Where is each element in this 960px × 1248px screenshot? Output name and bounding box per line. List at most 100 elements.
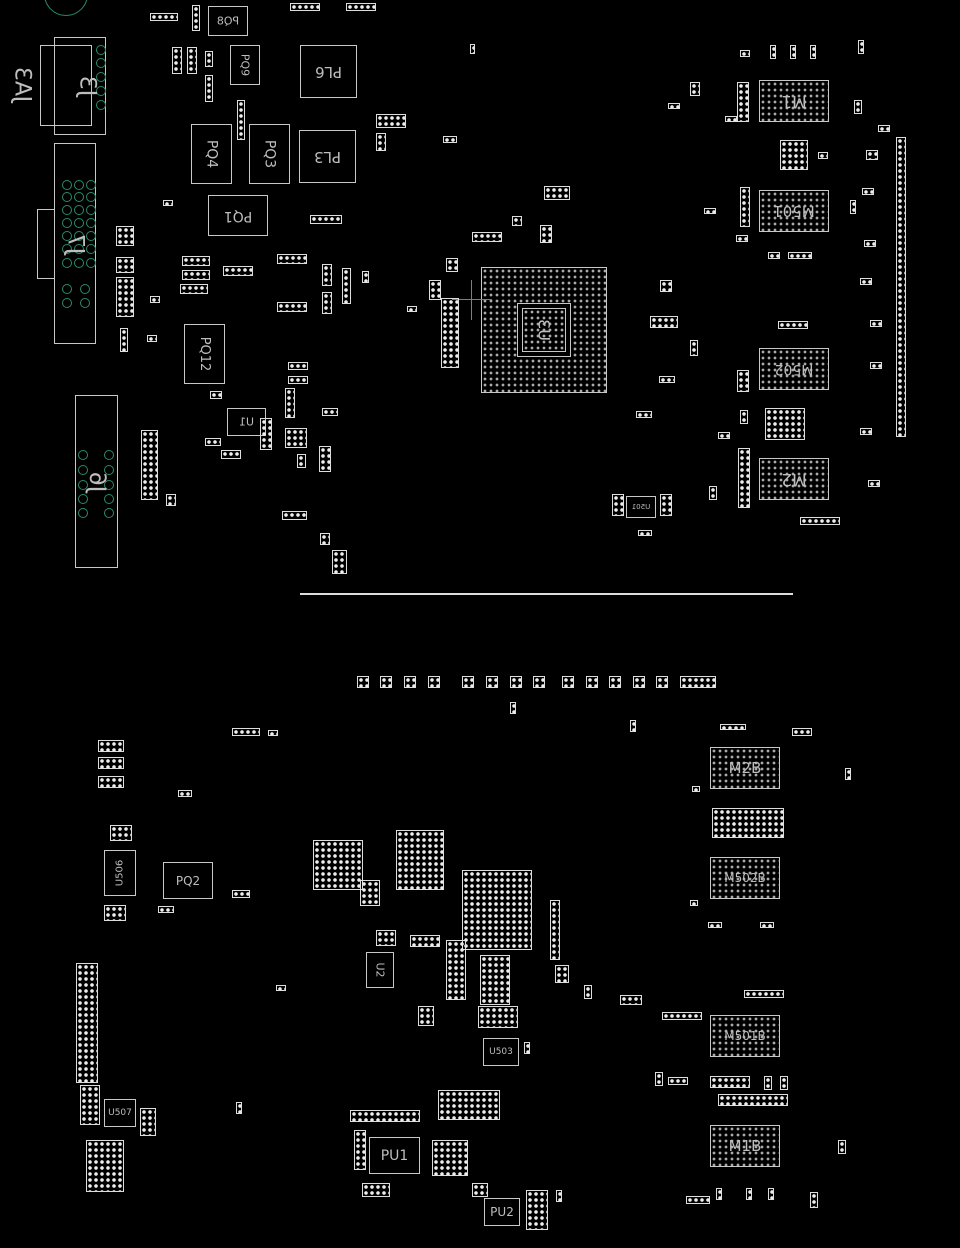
component-pu2[interactable]: PU2 xyxy=(484,1198,520,1226)
smd-pad-component[interactable] xyxy=(620,995,642,1005)
component-ja3[interactable] xyxy=(40,45,92,126)
component-j3[interactable]: J3 xyxy=(54,37,106,135)
component-pq4[interactable]: PQ4 xyxy=(191,124,232,184)
component-header[interactable] xyxy=(37,209,55,279)
component-pq2[interactable]: PQ2 xyxy=(163,862,213,899)
smd-pad-component[interactable] xyxy=(533,676,545,688)
smd-pad-component[interactable] xyxy=(362,1183,390,1197)
smd-pad-component[interactable] xyxy=(76,963,98,1083)
smd-pad-component[interactable] xyxy=(686,1196,710,1204)
smd-pad-component[interactable] xyxy=(810,1192,818,1208)
smd-pad-component[interactable] xyxy=(147,335,157,342)
smd-pad-component[interactable] xyxy=(288,376,308,384)
smd-pad-component[interactable] xyxy=(376,114,406,128)
smd-pad-component[interactable] xyxy=(638,530,652,536)
smd-pad-component[interactable] xyxy=(690,900,698,906)
smd-pad-component[interactable] xyxy=(172,47,182,74)
smd-pad-component[interactable] xyxy=(192,5,200,31)
smd-pad-component[interactable] xyxy=(110,825,132,841)
component-m502b[interactable]: M502B xyxy=(710,857,780,899)
smd-pad-component[interactable] xyxy=(346,3,376,11)
smd-pad-component[interactable] xyxy=(660,494,672,516)
smd-pad-component[interactable] xyxy=(870,320,882,327)
component-pq12[interactable]: PQ12 xyxy=(184,324,225,384)
smd-pad-component[interactable] xyxy=(720,724,746,730)
smd-pad-component[interactable] xyxy=(740,410,748,424)
component-u506[interactable]: U506 xyxy=(104,850,136,896)
smd-pad-component[interactable] xyxy=(182,270,210,280)
smd-pad-component[interactable] xyxy=(98,776,124,788)
component-u501[interactable]: U501 xyxy=(626,496,656,518)
smd-pad-component[interactable] xyxy=(668,1077,688,1085)
smd-pad-component[interactable] xyxy=(182,256,210,266)
smd-pad-component[interactable] xyxy=(472,1183,488,1197)
smd-pad-component[interactable] xyxy=(232,728,260,736)
smd-pad-component[interactable] xyxy=(770,45,776,59)
smd-pad-component[interactable] xyxy=(768,1188,774,1200)
smd-pad-component[interactable] xyxy=(746,1188,752,1200)
smd-pad-component[interactable] xyxy=(150,13,178,21)
smd-pad-component[interactable] xyxy=(878,125,890,132)
smd-pad-component[interactable] xyxy=(140,1108,156,1136)
smd-pad-component[interactable] xyxy=(462,676,474,688)
smd-pad-component[interactable] xyxy=(736,235,748,242)
smd-pad-component[interactable] xyxy=(659,376,675,383)
component-pl6[interactable]: PL6 xyxy=(300,45,357,98)
smd-pad-component[interactable] xyxy=(864,240,876,247)
component-pl3[interactable]: PL3 xyxy=(299,130,356,183)
smd-pad-component[interactable] xyxy=(662,1012,702,1020)
smd-pad-component[interactable] xyxy=(116,226,134,246)
smd-pad-component[interactable] xyxy=(858,40,864,54)
smd-pad-component[interactable] xyxy=(80,1085,100,1125)
smd-pad-component[interactable] xyxy=(740,50,750,57)
smd-pad-component[interactable] xyxy=(764,1076,772,1090)
smd-pad-component[interactable] xyxy=(818,152,828,159)
smd-pad-component[interactable] xyxy=(285,388,295,418)
smd-pad-component[interactable] xyxy=(446,940,466,1000)
smd-pad-component[interactable] xyxy=(276,985,286,991)
smd-pad-component[interactable] xyxy=(778,321,808,329)
smd-pad-component[interactable] xyxy=(768,252,780,259)
smd-pad-component[interactable] xyxy=(380,676,392,688)
smd-pad-component[interactable] xyxy=(438,1090,500,1120)
smd-pad-component[interactable] xyxy=(744,990,784,998)
smd-pad-component[interactable] xyxy=(655,1072,663,1086)
component-m501[interactable]: M501 xyxy=(759,190,829,232)
smd-pad-component[interactable] xyxy=(609,676,621,688)
smd-pad-component[interactable] xyxy=(441,298,459,368)
smd-pad-component[interactable] xyxy=(740,187,750,227)
component-m2b[interactable]: M2B xyxy=(710,747,780,789)
smd-pad-component[interactable] xyxy=(443,136,457,143)
smd-pad-component[interactable] xyxy=(322,292,332,314)
smd-pad-component[interactable] xyxy=(708,922,722,928)
smd-pad-component[interactable] xyxy=(780,140,808,170)
smd-pad-component[interactable] xyxy=(866,150,878,160)
smd-pad-component[interactable] xyxy=(845,768,851,780)
smd-pad-component[interactable] xyxy=(718,432,730,439)
smd-pad-component[interactable] xyxy=(668,103,680,109)
smd-pad-component[interactable] xyxy=(221,450,241,459)
smd-pad-component[interactable] xyxy=(376,133,386,151)
smd-pad-component[interactable] xyxy=(870,362,882,369)
component-pq1[interactable]: PQ1 xyxy=(208,195,268,236)
smd-pad-component[interactable] xyxy=(268,730,278,736)
smd-pad-component[interactable] xyxy=(360,880,380,906)
smd-pad-component[interactable] xyxy=(354,1130,366,1170)
smd-pad-component[interactable] xyxy=(116,277,134,317)
component-pq8[interactable]: PQ8 xyxy=(208,6,248,36)
smd-pad-component[interactable] xyxy=(838,1140,846,1154)
smd-pad-component[interactable] xyxy=(322,408,338,416)
smd-pad-component[interactable] xyxy=(650,316,678,328)
smd-pad-component[interactable] xyxy=(540,225,552,243)
smd-pad-component[interactable] xyxy=(716,1188,722,1200)
component-u503[interactable]: U503 xyxy=(483,1038,519,1066)
smd-pad-component[interactable] xyxy=(850,200,856,214)
smd-pad-component[interactable] xyxy=(718,1094,788,1106)
smd-pad-component[interactable] xyxy=(692,786,700,792)
smd-pad-component[interactable] xyxy=(282,511,307,520)
smd-pad-component[interactable] xyxy=(277,254,307,264)
smd-pad-component[interactable] xyxy=(788,252,812,259)
smd-pad-component[interactable] xyxy=(737,370,749,392)
smd-pad-component[interactable] xyxy=(116,257,134,273)
